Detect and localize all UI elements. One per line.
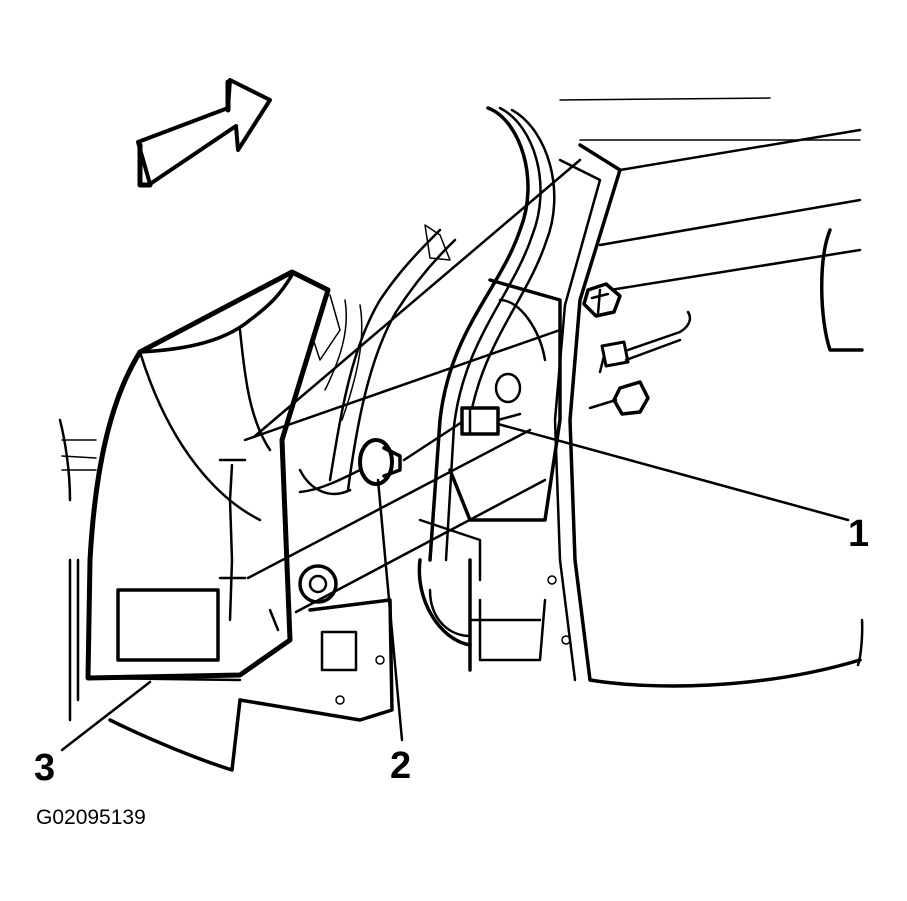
electrical-connector (402, 406, 522, 462)
bulb-socket (298, 438, 402, 494)
leader-2 (376, 478, 404, 742)
direction-arrow-icon (136, 78, 272, 188)
alignment-lines (243, 158, 618, 614)
leader-3 (60, 680, 152, 752)
callout-3: 3 (34, 747, 55, 789)
mounting-nuts (582, 282, 692, 416)
body-opening-frame (298, 106, 556, 562)
tail-lamp-assembly (85, 269, 331, 682)
callout-1: 1 (848, 513, 869, 555)
lower-rear-panel (58, 418, 394, 772)
figure-id: G02095139 (36, 806, 146, 829)
callout-leaders (60, 422, 850, 752)
quarter-panel (547, 97, 864, 688)
leader-1 (496, 422, 850, 522)
lamp-pocket (417, 278, 562, 672)
callout-2: 2 (390, 745, 411, 787)
